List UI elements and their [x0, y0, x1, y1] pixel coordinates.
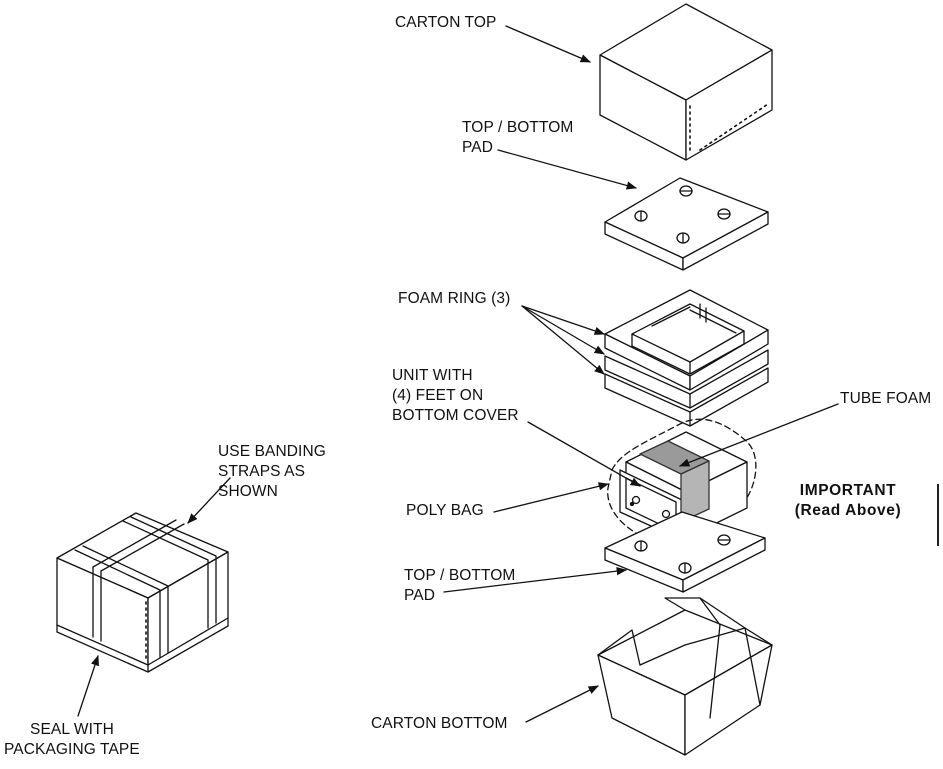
top-pad	[604, 177, 769, 271]
important-side-rule	[937, 484, 939, 546]
label-seal-line1: SEAL WITH	[30, 721, 114, 738]
bottom-pad	[604, 511, 766, 593]
label-unit-line1: UNIT WITH	[392, 367, 473, 384]
label-banding-line1: USE BANDING	[218, 443, 326, 460]
label-carton-bottom: CARTON BOTTOM	[371, 715, 508, 732]
banded-carton	[56, 512, 229, 673]
label-top-pad-line1: TOP / BOTTOM	[462, 119, 574, 136]
label-top-pad-line2: PAD	[462, 139, 494, 156]
label-tube-foam: TUBE FOAM	[840, 390, 932, 407]
leader-arrows	[77, 25, 839, 723]
foam-rings	[604, 289, 769, 427]
label-seal-line2: PACKAGING TAPE	[4, 741, 140, 758]
carton-top-box	[599, 3, 773, 161]
label-banding-line3: SHOWN	[218, 483, 278, 500]
label-unit-line3: BOTTOM COVER	[392, 407, 519, 424]
label-unit-line2: (4) FEET ON	[392, 387, 484, 404]
banding-straps	[74, 516, 217, 658]
label-banding-line2: STRAPS AS	[218, 463, 306, 480]
tube-foam-band	[639, 440, 710, 523]
important-title: IMPORTANT	[799, 482, 897, 499]
pad-foot-holes	[634, 185, 731, 244]
label-bottom-pad-line1: TOP / BOTTOM	[404, 567, 516, 584]
label-carton-top: CARTON TOP	[395, 14, 497, 31]
label-bottom-pad-line2: PAD	[404, 587, 436, 604]
label-foam-ring: FOAM RING (3)	[398, 290, 511, 307]
carton-bottom-box	[597, 597, 773, 756]
important-subtitle: (Read Above)	[794, 502, 902, 519]
label-poly-bag: POLY BAG	[406, 502, 484, 519]
